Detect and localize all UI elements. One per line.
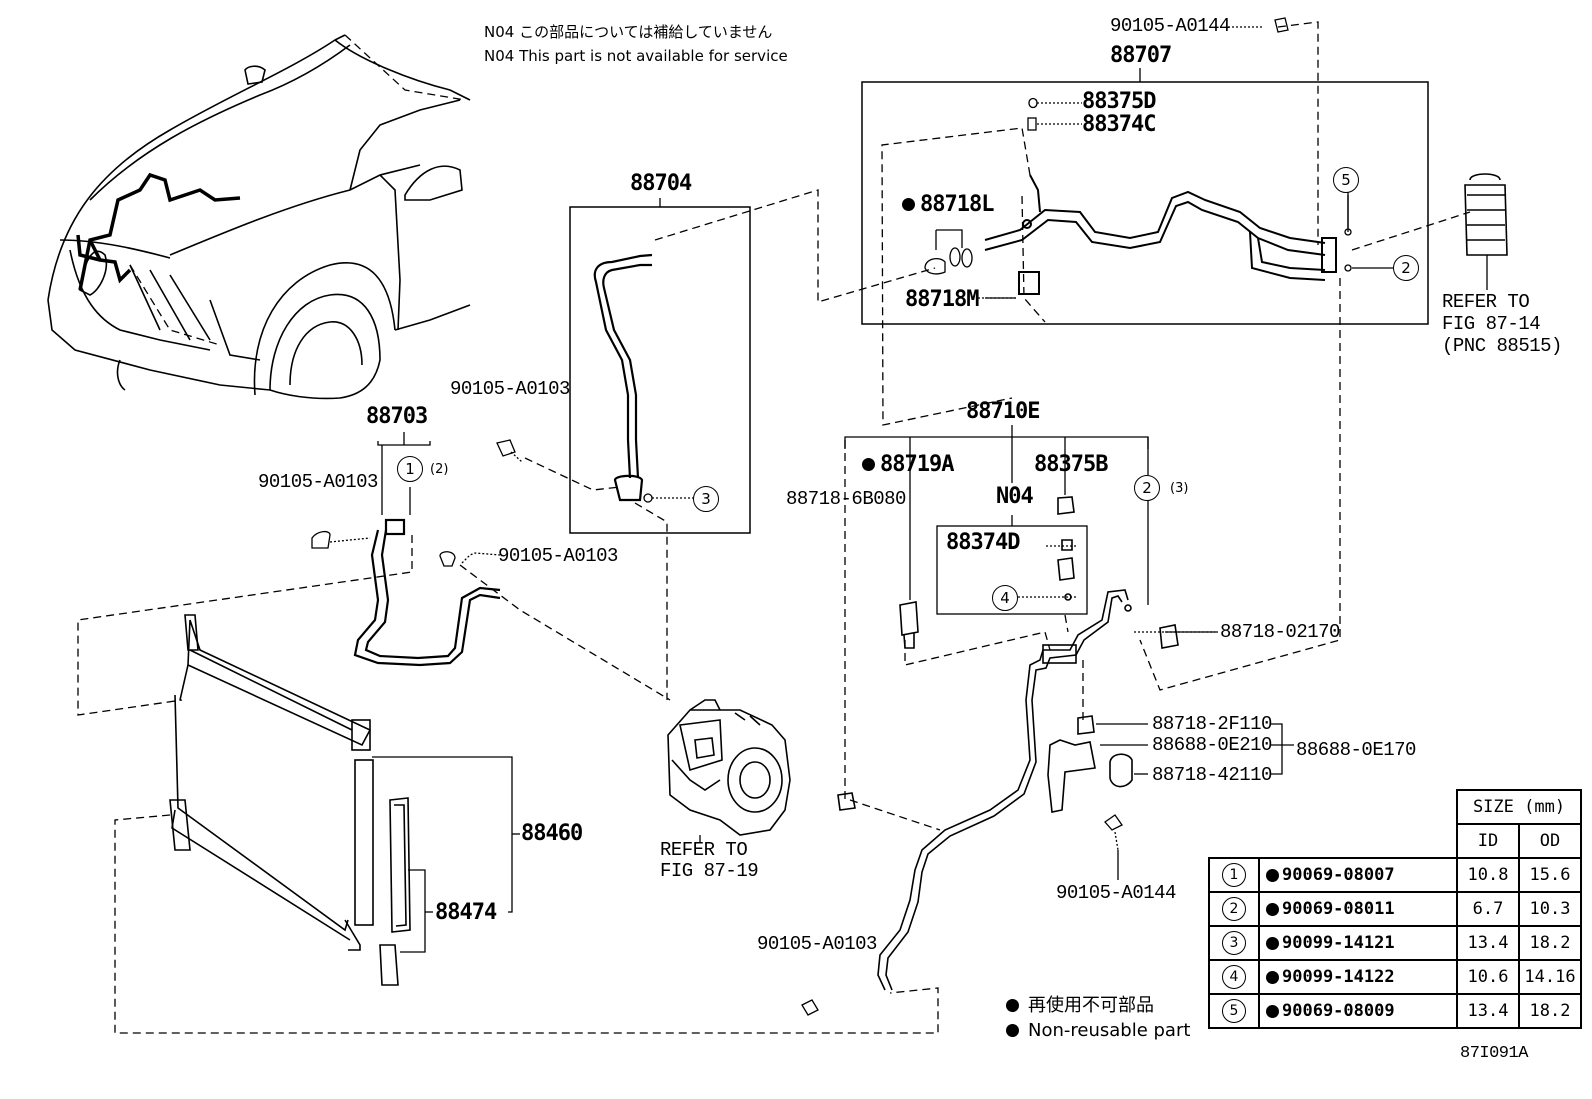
refer-87-19-line1: REFER TO (660, 839, 748, 861)
label-88688-0E210[interactable]: 88688-0E210 (1152, 734, 1272, 756)
row-part[interactable]: 90099-14121 (1282, 933, 1395, 953)
row-od: 14.16 (1518, 959, 1582, 995)
label-88374D[interactable]: 88374D (946, 530, 1020, 555)
refer-87-14-line3: (PNC 88515) (1442, 335, 1562, 357)
table-row: 2 90069-08011 6.7 10.3 (1208, 891, 1582, 927)
callout-2-mid: 2 (1134, 475, 1160, 501)
legend-dot-icon (1006, 999, 1019, 1012)
label-88375B[interactable]: 88375B (1034, 452, 1108, 477)
label-88460[interactable]: 88460 (521, 821, 583, 846)
label-88710E[interactable]: 88710E (966, 399, 1040, 424)
label-88718-42110[interactable]: 88718-42110 (1152, 764, 1272, 786)
label-90105-A0103-a[interactable]: 90105-A0103 (450, 378, 570, 400)
label-88719A[interactable]: 88719A (880, 452, 954, 477)
non-reusable-dot-icon (902, 198, 915, 211)
row-od: 10.3 (1518, 891, 1582, 927)
non-reusable-dot-icon-2 (862, 458, 875, 471)
row-index: 1 (1222, 863, 1246, 887)
legend-en: Non-reusable part (1028, 1020, 1191, 1041)
row-part[interactable]: 90069-08007 (1282, 865, 1395, 885)
row-part[interactable]: 90069-08009 (1282, 1001, 1395, 1021)
row-part[interactable]: 90069-08011 (1282, 899, 1395, 919)
label-88688-0E170[interactable]: 88688-0E170 (1296, 739, 1416, 761)
refer-87-19-line2[interactable]: FIG 87-19 (660, 860, 759, 882)
table-row: 5 90069-08009 13.4 18.2 (1208, 993, 1582, 1029)
label-90105-A0103-d[interactable]: 90105-A0103 (757, 933, 877, 955)
label-88718-2F110[interactable]: 88718-2F110 (1152, 713, 1272, 735)
row-index: 2 (1222, 897, 1246, 921)
label-90105-A0144-bottom[interactable]: 90105-A0144 (1056, 882, 1176, 904)
size-header: SIZE (mm) (1456, 789, 1582, 825)
refer-87-14-line1: REFER TO (1442, 291, 1530, 313)
table-row: 3 90099-14121 13.4 18.2 (1208, 925, 1582, 961)
legend-dot-icon-2 (1006, 1024, 1019, 1037)
row-id: 10.6 (1456, 959, 1520, 995)
row-id: 13.4 (1456, 993, 1520, 1029)
label-88707[interactable]: 88707 (1110, 43, 1172, 68)
label-N04: N04 (996, 484, 1034, 509)
note-en: N04 This part is not available for servi… (484, 47, 788, 65)
label-88718-02170[interactable]: 88718-02170 (1220, 621, 1340, 643)
callout-2-top: 2 (1393, 255, 1419, 281)
table-row: 4 90099-14122 10.6 14.16 (1208, 959, 1582, 995)
label-90105-A0144-top[interactable]: 90105-A0144 (1110, 15, 1230, 37)
label-88718L[interactable]: 88718L (920, 192, 994, 217)
car-front-illustration (47, 34, 471, 400)
label-90105-A0103-b[interactable]: 90105-A0103 (258, 471, 378, 493)
row-id: 13.4 (1456, 925, 1520, 961)
callout-4: 4 (992, 585, 1018, 611)
row-od: 18.2 (1518, 925, 1582, 961)
label-88374C[interactable]: 88374C (1082, 112, 1156, 137)
row-part[interactable]: 90099-14122 (1282, 967, 1395, 987)
o-ring-size-table: SIZE (mm) ID OD 1 90069-08007 10.8 15.6 … (1208, 789, 1582, 1029)
label-88703[interactable]: 88703 (366, 404, 428, 429)
label-88704[interactable]: 88704 (630, 171, 692, 196)
label-88718-6B080[interactable]: 88718-6B080 (786, 488, 906, 510)
table-row: 1 90069-08007 10.8 15.6 (1208, 857, 1582, 893)
callout-1: 1 (397, 456, 423, 482)
callout-3: 3 (693, 486, 719, 512)
label-88718M[interactable]: 88718M (905, 287, 979, 312)
col-od-header: OD (1518, 823, 1582, 859)
callout-5: 5 (1333, 167, 1359, 193)
qty-label-2: (3) (1170, 481, 1189, 496)
legend-jp: 再使用不可部品 (1028, 995, 1154, 1016)
label-88375D[interactable]: 88375D (1082, 89, 1156, 114)
row-index: 4 (1222, 965, 1246, 989)
label-88474[interactable]: 88474 (435, 900, 497, 925)
row-od: 18.2 (1518, 993, 1582, 1029)
note-jp: N04 この部品については補給していません (484, 23, 773, 41)
row-od: 15.6 (1518, 857, 1582, 893)
row-id: 10.8 (1456, 857, 1520, 893)
row-id: 6.7 (1456, 891, 1520, 927)
label-90105-A0103-c[interactable]: 90105-A0103 (498, 545, 618, 567)
row-index: 3 (1222, 931, 1246, 955)
qty-label-1: (2) (430, 462, 449, 477)
row-index: 5 (1222, 999, 1246, 1023)
col-id-header: ID (1456, 823, 1520, 859)
figure-id: 87I091A (1460, 1044, 1528, 1063)
refer-87-14-line2[interactable]: FIG 87-14 (1442, 313, 1541, 335)
